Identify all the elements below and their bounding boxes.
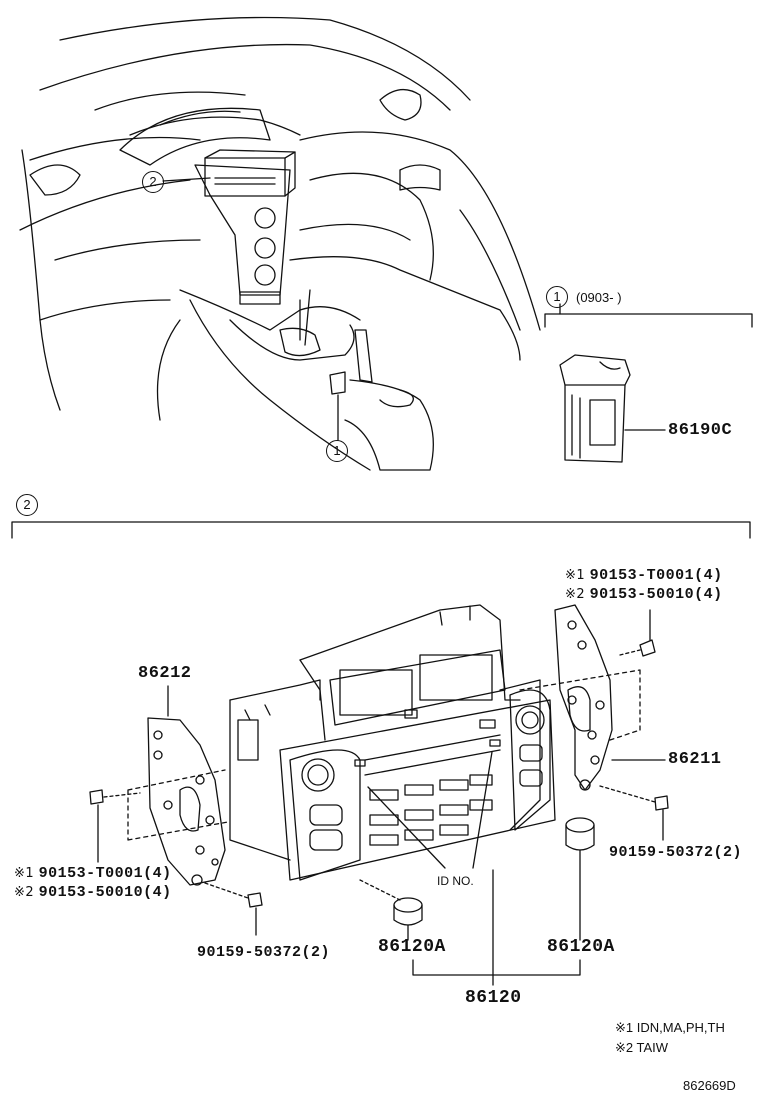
screw-right-top-line-1: ※1 90153-T0001(4)	[565, 566, 723, 584]
screw-right-top-part-1: 90153-T0001(4)	[589, 567, 723, 584]
section-2-callout: 2	[16, 494, 38, 516]
callout-2-top: 2	[142, 171, 164, 193]
switch-86190c-drawing	[559, 354, 666, 463]
part-label-86120a-left: 86120A	[378, 937, 446, 957]
screw-left-line-1: ※1 90153-T0001(4)	[14, 864, 172, 882]
callout-1-top: 1	[326, 440, 348, 462]
note-1: ※1 IDN,MA,PH,TH	[615, 1020, 725, 1035]
note-2: ※2 TAIW	[615, 1040, 669, 1055]
knob-left-dash	[359, 879, 401, 901]
knob-left-drawing	[393, 897, 423, 926]
screw-left-bottom-label: 90159-50372(2)	[197, 944, 331, 961]
bracket-86211-drawing	[519, 604, 641, 791]
part-label-86211: 86211	[668, 750, 722, 769]
screw-right-top	[619, 639, 656, 657]
screw-left-part-1: 90153-T0001(4)	[38, 865, 172, 882]
screw-left-line-2: ※2 90153-50010(4)	[14, 883, 172, 901]
callout-2-leader	[162, 177, 211, 182]
screw-left-mark-2: ※2	[14, 885, 35, 900]
screw-right-bottom-label: 90159-50372(2)	[609, 844, 743, 861]
dashboard-illustration	[19, 16, 541, 471]
id-no-leader-right	[472, 751, 493, 869]
screw-right-bottom	[599, 785, 669, 811]
section-1-callout: 1	[546, 286, 568, 308]
bracket-86212-drawing	[127, 717, 229, 886]
screw-left-bottom	[204, 882, 263, 908]
id-no-label: ID NO.	[437, 874, 474, 888]
section-1-bracket	[544, 303, 753, 328]
screw-left-top	[89, 789, 141, 805]
screw-right-top-part-2: 90153-50010(4)	[589, 586, 723, 603]
screw-left-mark-1: ※1	[14, 866, 35, 881]
id-no-leader-left	[367, 786, 446, 869]
section-1-date-range: (0903- )	[576, 290, 622, 305]
panel-86120-connector	[412, 959, 581, 976]
section-2-bracket	[11, 521, 751, 539]
panel-86120-drawing	[279, 604, 556, 881]
screw-left-part-2: 90153-50010(4)	[38, 884, 172, 901]
screw-note-mark-2: ※2	[565, 587, 586, 602]
screw-right-top-line-2: ※2 90153-50010(4)	[565, 585, 723, 603]
part-label-86120a-right: 86120A	[547, 937, 615, 957]
part-label-86212: 86212	[138, 664, 192, 683]
radio-chassis	[229, 679, 541, 861]
part-label-86190c: 86190C	[668, 421, 733, 440]
screw-note-mark-1: ※1	[565, 568, 586, 583]
diagram-id: 862669D	[683, 1078, 736, 1093]
knob-right-drawing	[565, 817, 595, 851]
part-label-86120: 86120	[465, 988, 522, 1008]
